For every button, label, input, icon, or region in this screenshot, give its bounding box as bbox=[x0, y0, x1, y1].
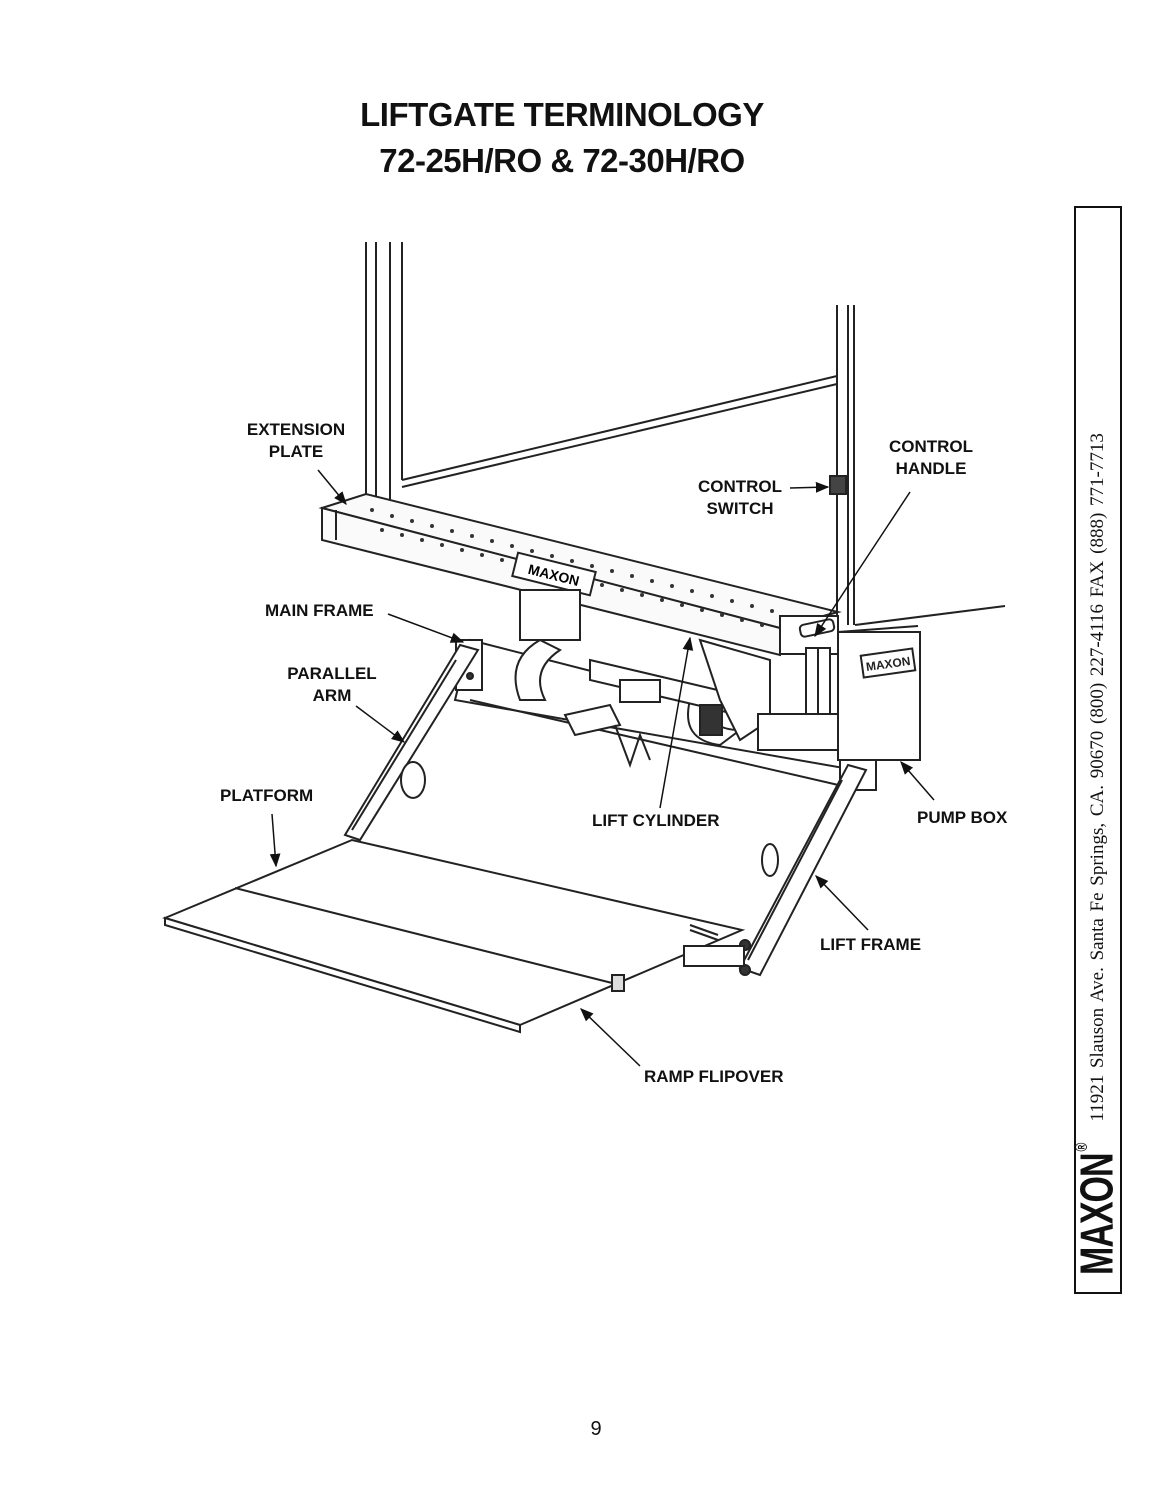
company-address: 11921 Slauson Ave. Santa Fe Springs, CA.… bbox=[1087, 433, 1108, 1122]
leader-control-handle bbox=[814, 491, 911, 638]
pump-box-logo-text: MAXON bbox=[865, 654, 911, 674]
page-number: 9 bbox=[590, 1418, 602, 1440]
leader-main-frame bbox=[387, 613, 465, 643]
label-pump-box: PUMP BOX bbox=[917, 808, 1008, 827]
registered-mark: ® bbox=[1071, 1143, 1091, 1152]
parallel-arm bbox=[343, 643, 480, 842]
leader-extension-plate bbox=[317, 469, 347, 506]
label-lift-cylinder: LIFT CYLINDER bbox=[592, 811, 720, 830]
brand-logo: MAXON® bbox=[1071, 1143, 1123, 1275]
control-switch bbox=[829, 475, 847, 495]
pump-box: MAXON bbox=[757, 625, 921, 761]
label-parallel-arm: PARALLEL ARM bbox=[287, 664, 377, 705]
label-extension-plate: EXTENSION PLATE bbox=[246, 420, 346, 461]
platform bbox=[162, 838, 746, 1034]
leader-lift-cylinder bbox=[659, 636, 694, 809]
label-control-switch: CONTROL SWITCH bbox=[697, 477, 783, 518]
leader-control-switch bbox=[789, 481, 830, 493]
leader-platform bbox=[269, 813, 281, 868]
truck-body bbox=[365, 242, 1006, 626]
leader-ramp-flipover bbox=[580, 1008, 641, 1067]
label-main-frame: MAIN FRAME bbox=[265, 601, 374, 620]
extension-plate-holes bbox=[370, 508, 774, 627]
leader-parallel-arm bbox=[355, 705, 406, 743]
label-ramp-flipover: RAMP FLIPOVER bbox=[644, 1067, 784, 1086]
leader-lines bbox=[269, 469, 935, 1067]
leader-pump-box bbox=[900, 760, 935, 801]
label-lift-frame: LIFT FRAME bbox=[820, 935, 922, 954]
leader-lift-frame bbox=[815, 875, 869, 931]
label-control-handle: CONTROL HANDLE bbox=[888, 437, 974, 478]
label-platform: PLATFORM bbox=[220, 786, 314, 805]
page-title: LIFTGATE TERMINOLOGY bbox=[360, 96, 764, 133]
lift-frame bbox=[738, 763, 868, 977]
sidebar-footer: MAXON® 11921 Slauson Ave. Santa Fe Sprin… bbox=[1071, 206, 1123, 1294]
page-subtitle: 72-25H/RO & 72-30H/RO bbox=[379, 142, 745, 179]
